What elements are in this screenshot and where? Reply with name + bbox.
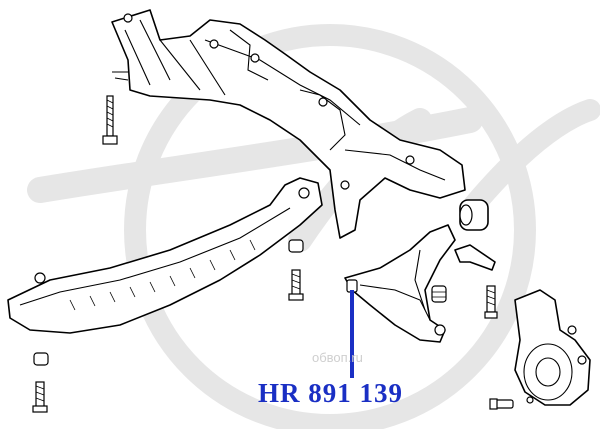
lower-crossmember bbox=[7, 177, 323, 334]
watermark-text: oбвоп.ru bbox=[312, 350, 363, 365]
part-number-label: HR 891 139 bbox=[258, 378, 403, 408]
front-subframe bbox=[111, 9, 466, 239]
bushing-left bbox=[32, 352, 49, 413]
lower-control-arm bbox=[344, 224, 456, 343]
arm-bolt-right bbox=[484, 285, 498, 319]
bushing-bracket bbox=[454, 244, 496, 271]
bushing-center bbox=[288, 239, 304, 301]
arm-bushing-rear bbox=[459, 199, 489, 231]
steering-knuckle bbox=[514, 289, 591, 406]
watermark-logo bbox=[27, 24, 600, 429]
ball-joint bbox=[431, 285, 447, 303]
subframe-bolt-left bbox=[102, 95, 118, 145]
knuckle-bolt bbox=[489, 398, 514, 410]
part-callout-leader bbox=[346, 279, 358, 378]
